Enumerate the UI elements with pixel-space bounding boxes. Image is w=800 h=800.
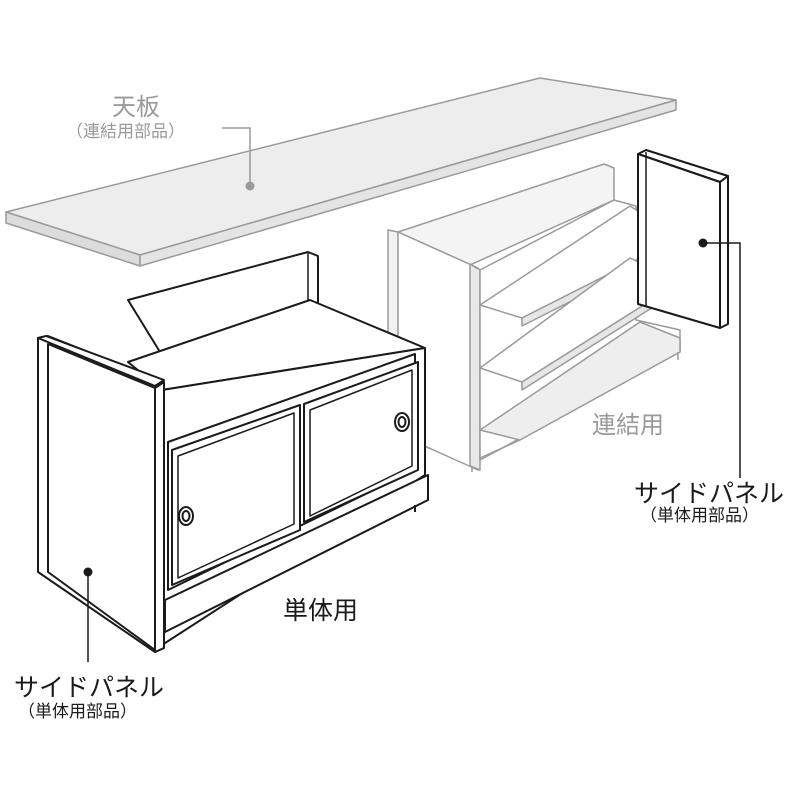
top-board-leader xyxy=(222,127,255,191)
top-board-label: 天板 xyxy=(112,93,160,121)
left-side-panel-note: （単体用部品） xyxy=(18,702,137,722)
right-side-panel-note: （単体用部品） xyxy=(640,506,759,526)
top-board xyxy=(5,77,677,267)
left-side-panel-label: サイドパネル xyxy=(14,673,165,702)
top-board-note: （連結用部品） xyxy=(66,122,185,142)
right-side-panel-leader xyxy=(698,238,741,478)
linked-unit xyxy=(387,163,681,472)
single-cabinet xyxy=(37,251,429,653)
left-side-panel-leader xyxy=(83,567,93,662)
right-side-panel xyxy=(637,149,729,329)
linked-unit-label: 連結用 xyxy=(592,411,664,439)
right-side-panel-label: サイドパネル xyxy=(634,479,785,508)
single-unit-label: 単体用 xyxy=(283,596,359,625)
